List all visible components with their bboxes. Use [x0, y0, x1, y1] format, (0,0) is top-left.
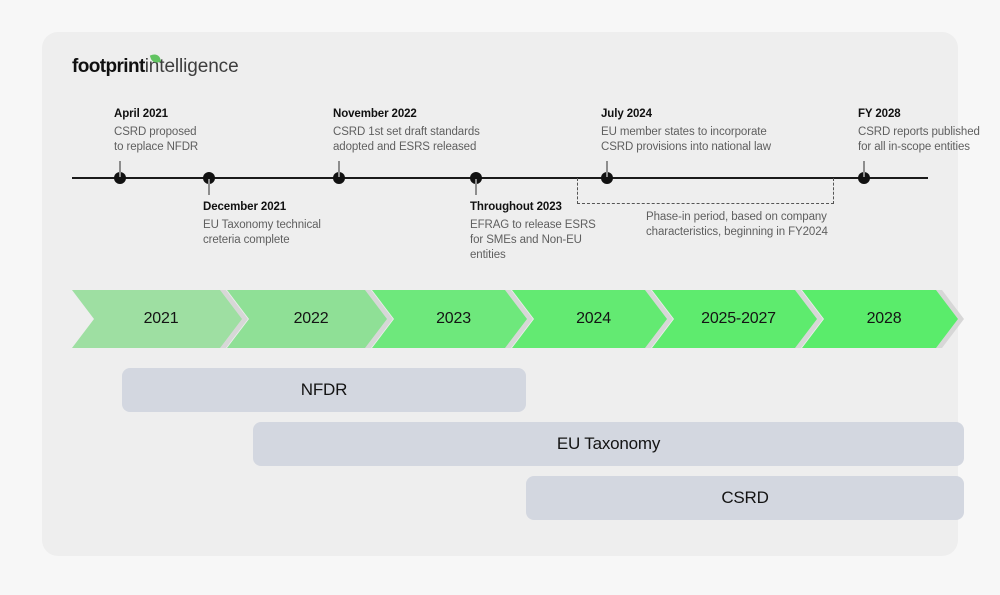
timeline-title-november-2022: November 2022 [333, 108, 417, 120]
timeline-dot-december-2021[interactable] [203, 172, 215, 184]
year-chevron-2022[interactable]: 2022 [227, 290, 387, 348]
year-chevron-label-2021: 2021 [143, 310, 179, 327]
timeline-title-fy-2028: FY 2028 [858, 108, 901, 120]
year-chevron-label-2022: 2022 [293, 310, 329, 327]
timeline-tick-december-2021 [208, 179, 210, 195]
regulation-bar-label-eu-taxonomy: EU Taxonomy [556, 434, 661, 453]
timeline-tick-throughout-2023 [475, 179, 477, 195]
logo-bold-text: footprint [72, 56, 145, 77]
timeline-dot-july-2024[interactable] [601, 172, 613, 184]
phase-in-bracket [577, 178, 834, 204]
timeline-tick-july-2024 [606, 161, 608, 177]
year-chevron-2021[interactable]: 2021 [72, 290, 242, 348]
regulation-bar-nfdr[interactable]: NFDR [122, 368, 526, 412]
timeline-title-july-2024: July 2024 [601, 108, 652, 120]
logo-light-text: intelligence [144, 56, 239, 77]
timeline-title-december-2021: December 2021 [203, 201, 287, 213]
regulation-bar-eu-taxonomy[interactable]: EU Taxonomy [253, 422, 964, 466]
timeline-title-throughout-2023: Throughout 2023 [470, 201, 562, 213]
timeline-dot-april-2021[interactable] [114, 172, 126, 184]
timeline-tick-fy-2028 [863, 161, 865, 177]
regulation-bar-label-csrd: CSRD [721, 488, 769, 507]
brand-logo: footprintintelligence [72, 52, 239, 77]
timeline-tick-november-2022 [338, 161, 340, 177]
timeline-dot-fy-2028[interactable] [858, 172, 870, 184]
year-chevron-2025-2027[interactable]: 2025-2027 [652, 290, 817, 348]
timeline-dot-throughout-2023[interactable] [470, 172, 482, 184]
year-chevron-strip: 2021 2022 2023 2024 2025-2027 2028 [72, 290, 928, 348]
year-chevron-label-2025-2027: 2025-2027 [701, 310, 776, 327]
year-chevron-label-2023: 2023 [436, 310, 471, 327]
year-chevron-label-2024: 2024 [576, 310, 611, 327]
timeline-title-april-2021: April 2021 [114, 108, 168, 120]
timeline-dot-november-2022[interactable] [333, 172, 345, 184]
year-chevron-2024[interactable]: 2024 [512, 290, 667, 348]
timeline-label-july-2024: July 2024 EU member states to incorporate… [601, 108, 816, 155]
timeline-tick-april-2021 [119, 161, 121, 177]
year-chevron-label-2028: 2028 [866, 310, 902, 327]
phase-in-note: Phase-in period, based on company charac… [646, 211, 828, 238]
regulation-bar-csrd[interactable]: CSRD [526, 476, 964, 520]
year-chevron-2023[interactable]: 2023 [372, 290, 527, 348]
year-chevron-2028[interactable]: 2028 [802, 290, 958, 348]
regulation-bar-label-nfdr: NFDR [300, 380, 348, 399]
